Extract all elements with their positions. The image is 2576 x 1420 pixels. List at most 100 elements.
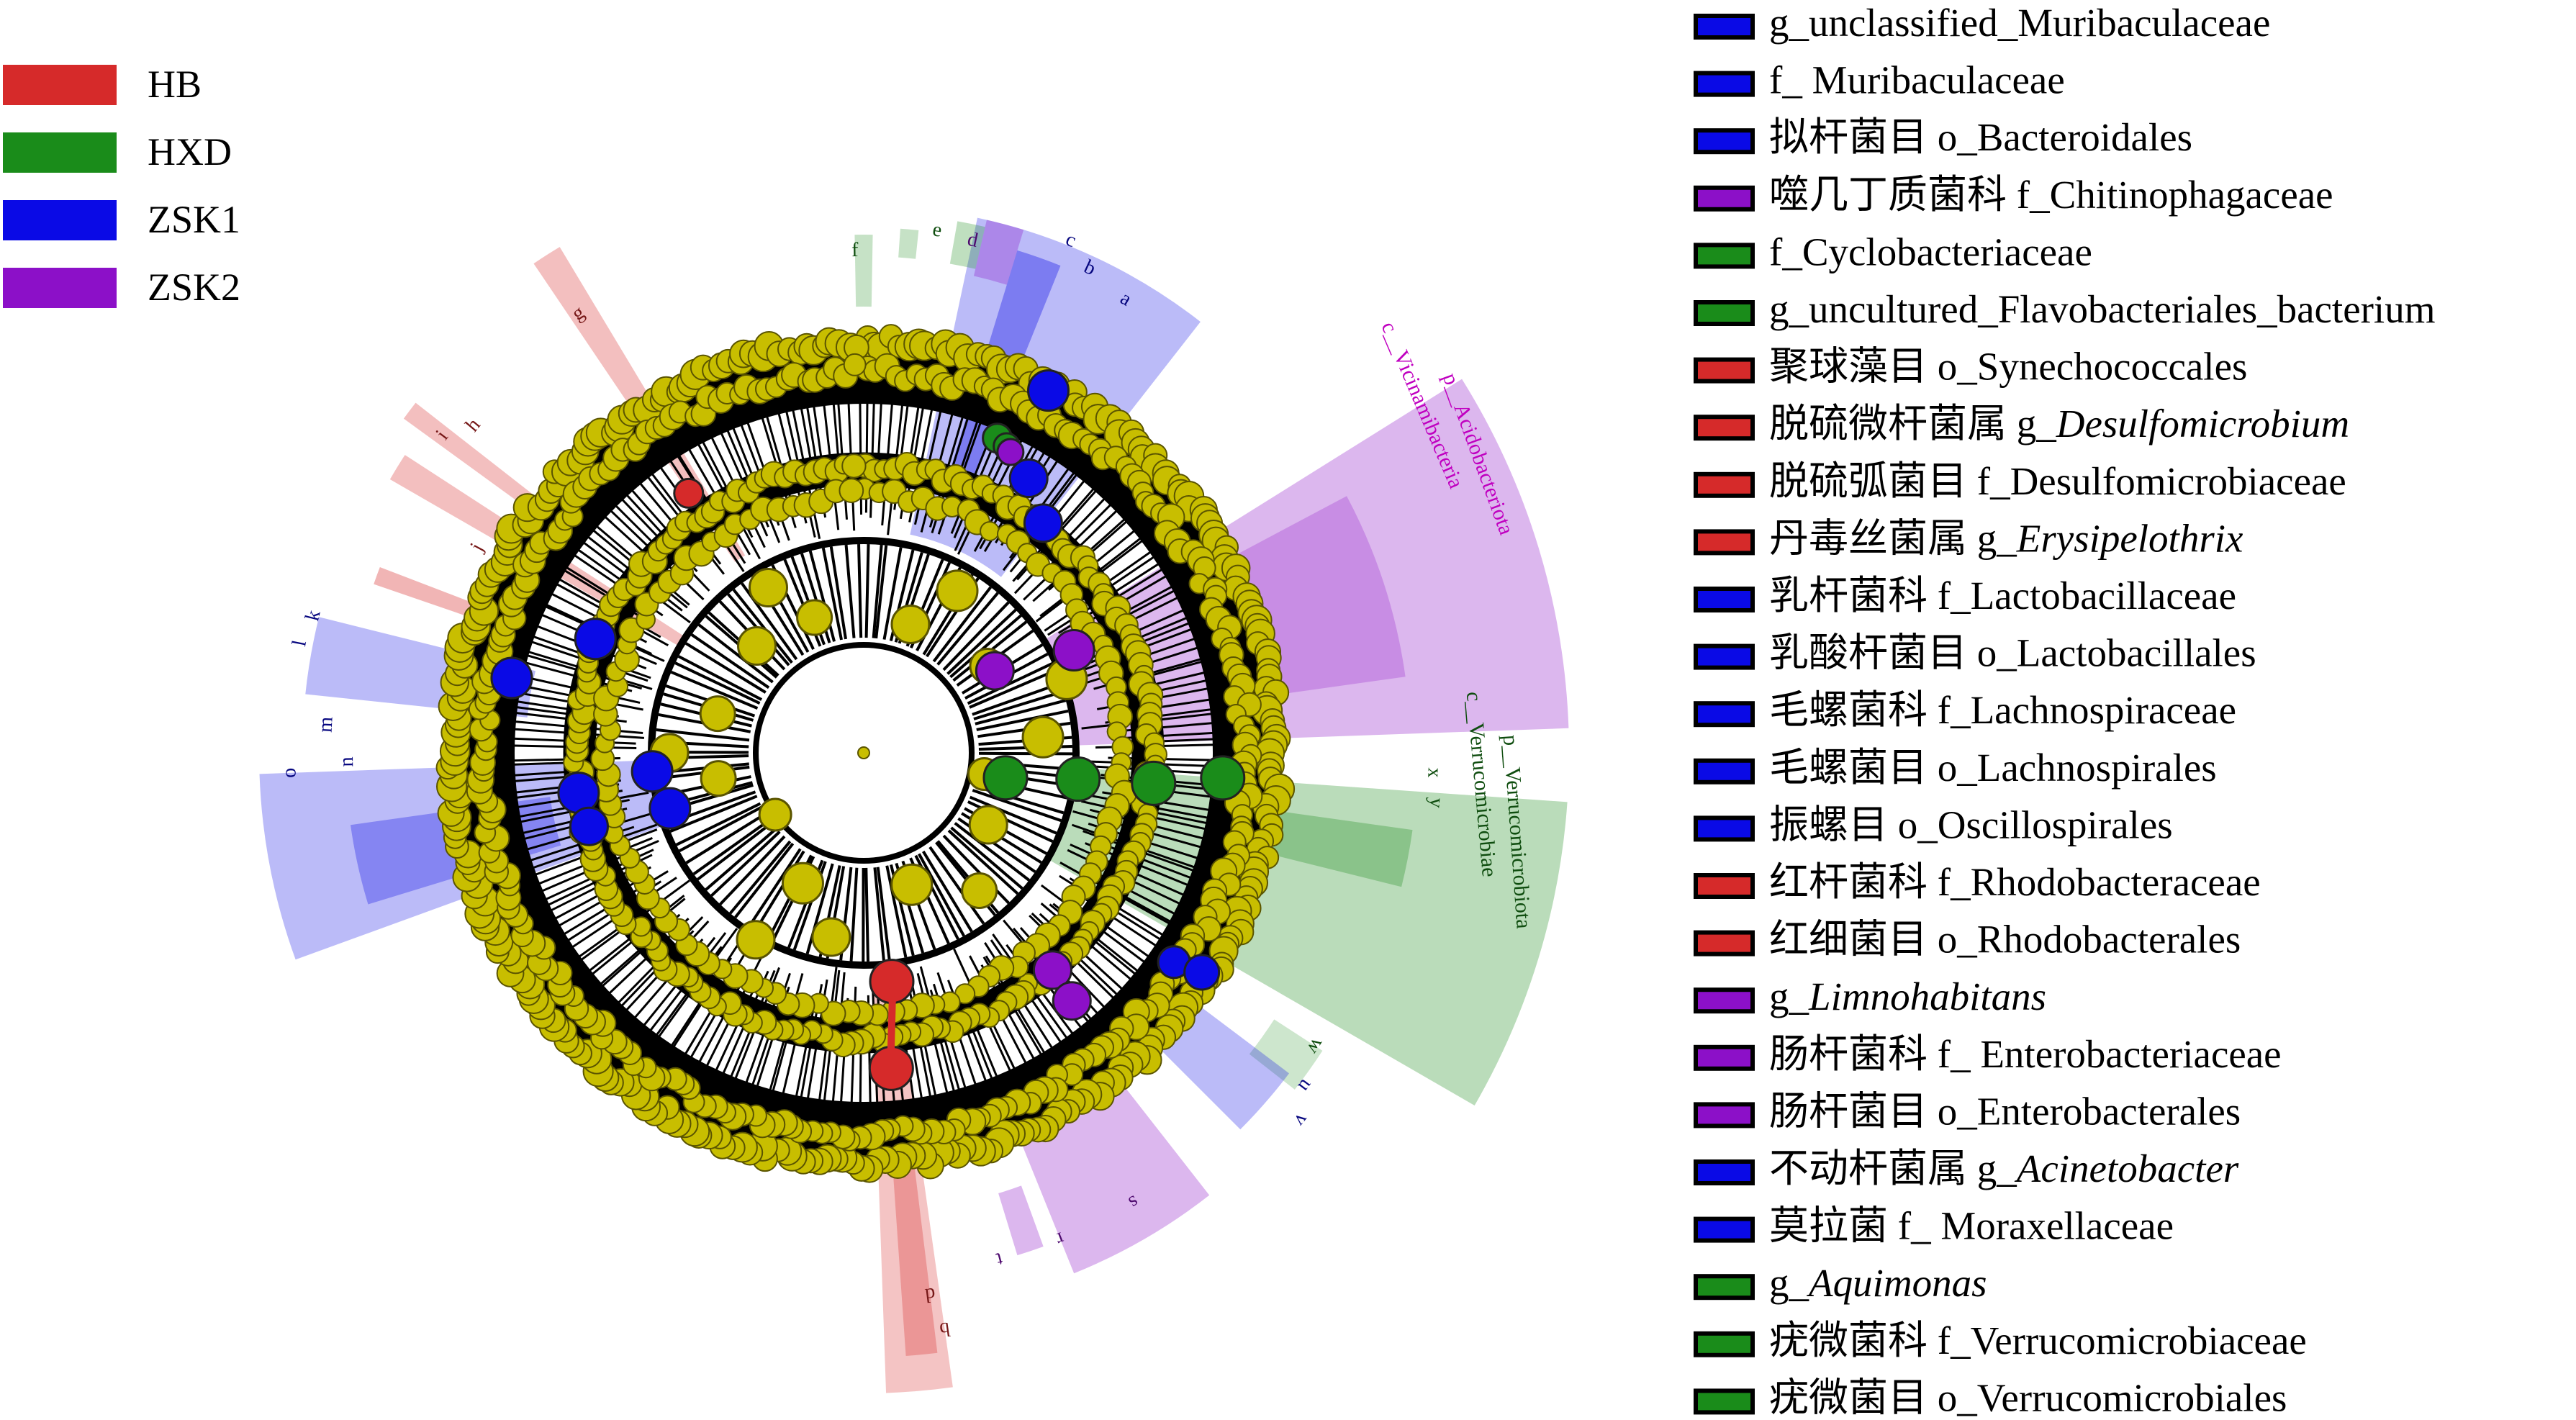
- legend-label-zsk1: ZSK1: [148, 198, 240, 241]
- branch-line: [677, 655, 763, 701]
- legend-label-hxd: HXD: [148, 130, 232, 173]
- taxa-swatch-zsk1: [1694, 1216, 1755, 1243]
- taxa-label: 脱硫弧菌目 f_Desulfomicrobiaceae: [1769, 459, 2346, 503]
- highlighted-node-hxd: [1131, 760, 1177, 806]
- branch-line: [820, 381, 840, 530]
- taxa-label: 红杆菌科 f_Rhodobacteraceae: [1769, 860, 2261, 904]
- taxa-label-part: 脱硫微杆菌属 g_: [1769, 402, 2056, 446]
- taxa-label: 丹毒丝菌属 g_Erysipelothrix: [1769, 516, 2243, 560]
- taxa-label: 毛螺菌目 o_Lachnospirales: [1769, 746, 2217, 790]
- highlighted-node-zsk2: [1052, 629, 1095, 672]
- taxa-swatch-zsk1: [1694, 587, 1755, 612]
- branch-line: [810, 386, 829, 502]
- taxa-label-part: 毛螺菌目 o_Lachnospirales: [1769, 746, 2217, 790]
- taxa-label-part: 拟杆菌目 o_Bacteroidales: [1769, 115, 2192, 159]
- branch-line: [887, 374, 907, 535]
- branch-line: [975, 699, 1067, 725]
- taxon-node: [749, 568, 788, 608]
- taxon-node: [936, 569, 979, 612]
- taxon-node: [968, 805, 1008, 845]
- highlight-wedge-hxd: [898, 228, 919, 259]
- clade-letter-label: f: [851, 239, 859, 261]
- taxa-label-part: f_Cyclobacteriaceae: [1769, 230, 2092, 273]
- taxa-label: f_Cyclobacteriaceae: [1769, 230, 2092, 273]
- branch-line: [1035, 520, 1170, 623]
- taxon-node: [781, 862, 824, 905]
- taxa-label-italic: Desulfomicrobium: [2056, 402, 2349, 446]
- branch-line: [595, 485, 687, 577]
- branch-line: [734, 842, 795, 918]
- taxa-legend-item: 毛螺菌科 f_Lachnospiraceae: [1694, 688, 2236, 732]
- taxa-legend-item: g_Aquimonas: [1694, 1261, 1987, 1305]
- taxa-label: 肠杆菌科 f_ Enterobacteriaceae: [1769, 1032, 2282, 1076]
- taxon-node: [811, 917, 851, 957]
- taxa-label: 脱硫微杆菌属 g_Desulfomicrobium: [1769, 402, 2349, 446]
- clade-letter-label: c: [1062, 228, 1079, 252]
- taxa-label-part: f_ Muribaculaceae: [1769, 58, 2065, 102]
- clade-letter-label: o: [278, 767, 300, 778]
- taxa-label-part: g_: [1769, 974, 1809, 1018]
- taxa-label: 乳酸杆菌目 o_Lactobacillales: [1769, 631, 2256, 675]
- taxa-label: 振螺目 o_Oscillospirales: [1769, 802, 2173, 846]
- taxa-swatch-zsk2: [1694, 987, 1755, 1014]
- legend-swatch-zsk2: [3, 268, 117, 308]
- taxa-label: 疣微菌目 o_Verrucomicrobiales: [1769, 1375, 2287, 1419]
- taxa-label-part: 乳杆菌科 f_Lactobacillaceae: [1769, 574, 2236, 618]
- taxon-node: [839, 478, 864, 504]
- branch-line: [621, 461, 705, 561]
- taxa-legend-item: 不动杆菌属 g_Acinetobacter: [1694, 1147, 2239, 1190]
- clade-letter-label: y: [1424, 797, 1447, 809]
- branch-line: [684, 642, 767, 694]
- taxon-node: [700, 760, 737, 797]
- branch-ring-1: [753, 642, 975, 864]
- branch-line: [690, 633, 770, 689]
- branch-line: [1023, 479, 1149, 601]
- taxa-legend-item: 莫拉菌 f_ Moraxellaceae: [1694, 1204, 2174, 1248]
- branch-line: [885, 865, 908, 958]
- branch-line: [864, 867, 869, 962]
- branch-line: [976, 709, 1069, 731]
- branch-line: [875, 545, 888, 639]
- branch-line: [522, 876, 646, 948]
- branch-line: [547, 555, 655, 623]
- branch-line: [992, 933, 1085, 1064]
- branch-line: [747, 848, 802, 928]
- taxa-swatch-zsk1: [1694, 128, 1755, 155]
- taxa-legend-item: 毛螺菌目 o_Lachnospirales: [1694, 746, 2217, 790]
- branch-line: [685, 812, 767, 864]
- taxa-legend-item: 拟杆菌目 o_Bacteroidales: [1694, 115, 2192, 159]
- taxa-label: f_ Muribaculaceae: [1769, 58, 2065, 102]
- taxa-swatch-zsk1: [1694, 758, 1755, 784]
- branch-line: [732, 588, 793, 664]
- taxa-legend-item: 红细菌目 o_Rhodobacterales: [1694, 918, 2241, 962]
- taxa-swatch-zsk1: [1694, 71, 1755, 97]
- taxa-label-italic: Aquimonas: [1806, 1261, 1987, 1305]
- branch-line: [919, 966, 962, 1115]
- branch-line: [922, 850, 973, 933]
- taxa-label: 莫拉菌 f_ Moraxellaceae: [1769, 1204, 2174, 1248]
- taxa-swatch-zsk1: [1694, 815, 1755, 842]
- taxa-label-part: 丹毒丝菌属 g_: [1769, 516, 2017, 560]
- branch-line: [932, 586, 993, 663]
- taxa-label-italic: Limnohabitans: [1808, 974, 2046, 1018]
- taxon-node: [736, 920, 776, 960]
- branch-line: [846, 372, 856, 531]
- taxa-swatch-hxd: [1694, 1274, 1755, 1301]
- taxon-node: [737, 626, 777, 666]
- taxa-label-part: g_uncultured_Flavobacteriales_bacterium: [1769, 287, 2436, 331]
- taxa-label-italic: Acinetobacter: [2014, 1147, 2239, 1190]
- taxa-label-part: g_: [1769, 1261, 1809, 1305]
- taxa-legend-item: 聚球藻目 o_Synechococcales: [1694, 345, 2247, 389]
- branch-line: [882, 547, 903, 640]
- branch-line: [956, 990, 997, 1089]
- branch-line: [946, 608, 1017, 675]
- taxa-label-part: 乳酸杆菌目 o_Lactobacillales: [1769, 631, 2256, 675]
- highlighted-node-hxd: [1055, 756, 1101, 802]
- taxa-label-part: 毛螺菌科 f_Lachnospiraceae: [1769, 688, 2236, 732]
- taxa-legend-item: f_ Muribaculaceae: [1694, 58, 2065, 102]
- branch-line: [790, 998, 817, 1125]
- highlighted-node-hxd: [982, 755, 1029, 801]
